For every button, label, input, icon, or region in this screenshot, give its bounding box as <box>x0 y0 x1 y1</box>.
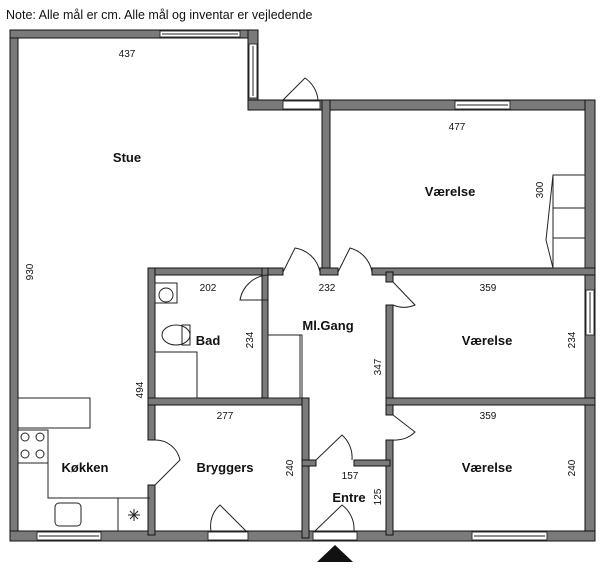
bryggers-width-label: 277 <box>217 411 234 422</box>
wall-west <box>9 29 19 542</box>
plan-line <box>301 459 317 467</box>
entre-width-label: 157 <box>342 471 359 482</box>
stue-height-label: 930 <box>25 263 36 280</box>
sink-icon <box>54 502 82 527</box>
kitchen-counter <box>17 397 91 429</box>
bad-width-label: 202 <box>200 283 217 294</box>
door-opening <box>207 531 249 541</box>
plan-line <box>545 174 554 269</box>
plan-line <box>385 304 394 416</box>
door-swing <box>392 414 416 441</box>
windows <box>36 30 595 541</box>
plan-line <box>20 432 30 442</box>
door-swing <box>314 504 355 532</box>
front-door-opening <box>312 531 358 541</box>
room-bryggers: Bryggers <box>196 460 253 475</box>
door-swing <box>392 281 416 308</box>
vaerelse2-height-label: 234 <box>567 331 578 348</box>
wall-stue-vaerelse <box>321 99 331 275</box>
door-swing <box>210 504 247 532</box>
room-bad: Bad <box>196 333 221 348</box>
vaerelse1-height-label: 300 <box>535 181 546 198</box>
plan-note: Note: Alle mål er cm. Alle mål og invent… <box>6 8 313 22</box>
wall-stue-bad <box>147 267 156 441</box>
wall-gang-right <box>385 439 394 536</box>
room-koekken: Køkken <box>62 460 109 475</box>
plan-line <box>35 449 45 459</box>
door-swing <box>282 247 321 273</box>
shower-area <box>154 351 198 399</box>
plan-line <box>385 271 394 283</box>
door-swing <box>315 434 353 461</box>
plan-line <box>181 324 191 346</box>
door-swing <box>239 274 269 301</box>
room-entre: Entre <box>332 490 365 505</box>
room-vaerelse-2: Værelse <box>462 333 513 348</box>
plan-line <box>158 287 174 303</box>
entre-height-label: 125 <box>373 488 384 505</box>
wall-bryggers-top <box>147 397 309 406</box>
wall-bad-right <box>261 267 269 404</box>
room-vaerelse-1: Værelse <box>425 184 476 199</box>
vaerelse1-width-label: 477 <box>449 122 466 133</box>
gang-height-label: 347 <box>373 358 384 375</box>
dimension-labels: 437 930 494 477 300 202 234 232 347 359 … <box>25 49 578 505</box>
wall-entre-top <box>353 459 391 467</box>
fixtures <box>17 174 586 531</box>
wall-bryggers-right <box>301 397 310 539</box>
room-labels: Stue Værelse Bad Ml.Gang Værelse Køkken … <box>62 150 513 505</box>
wardrobe <box>267 334 303 399</box>
door-swing <box>154 439 181 486</box>
doors <box>154 77 416 562</box>
vaerelse3-height-label: 240 <box>567 459 578 476</box>
koekken-height-label: 494 <box>135 381 146 398</box>
stue-width-label: 437 <box>119 49 136 60</box>
bryggers-height-label: 240 <box>285 459 296 476</box>
room-vaerelse-3: Værelse <box>462 460 513 475</box>
plan-line <box>18 462 150 499</box>
entrance-arrow-icon <box>317 545 353 562</box>
gang-width-label: 232 <box>319 283 336 294</box>
wall-vaerelse-top <box>371 267 596 276</box>
drain-icon <box>128 509 140 521</box>
door-swing <box>282 77 319 101</box>
toilet-icon <box>161 324 191 346</box>
room-gang: Ml.Gang <box>302 318 353 333</box>
door-swing <box>337 247 373 273</box>
plan-line <box>20 449 30 459</box>
vaerelse2-width-label: 359 <box>480 283 497 294</box>
wardrobe <box>552 174 586 269</box>
wall-vaerelse-divider <box>385 397 596 406</box>
vaerelse3-width-label: 359 <box>480 411 497 422</box>
plan-line <box>147 484 156 536</box>
plan-line <box>35 432 45 442</box>
washbasin-icon <box>154 282 178 304</box>
door-opening <box>282 100 321 110</box>
plan-line <box>319 267 339 276</box>
room-stue: Stue <box>113 150 141 165</box>
bad-height-label: 234 <box>245 331 256 348</box>
